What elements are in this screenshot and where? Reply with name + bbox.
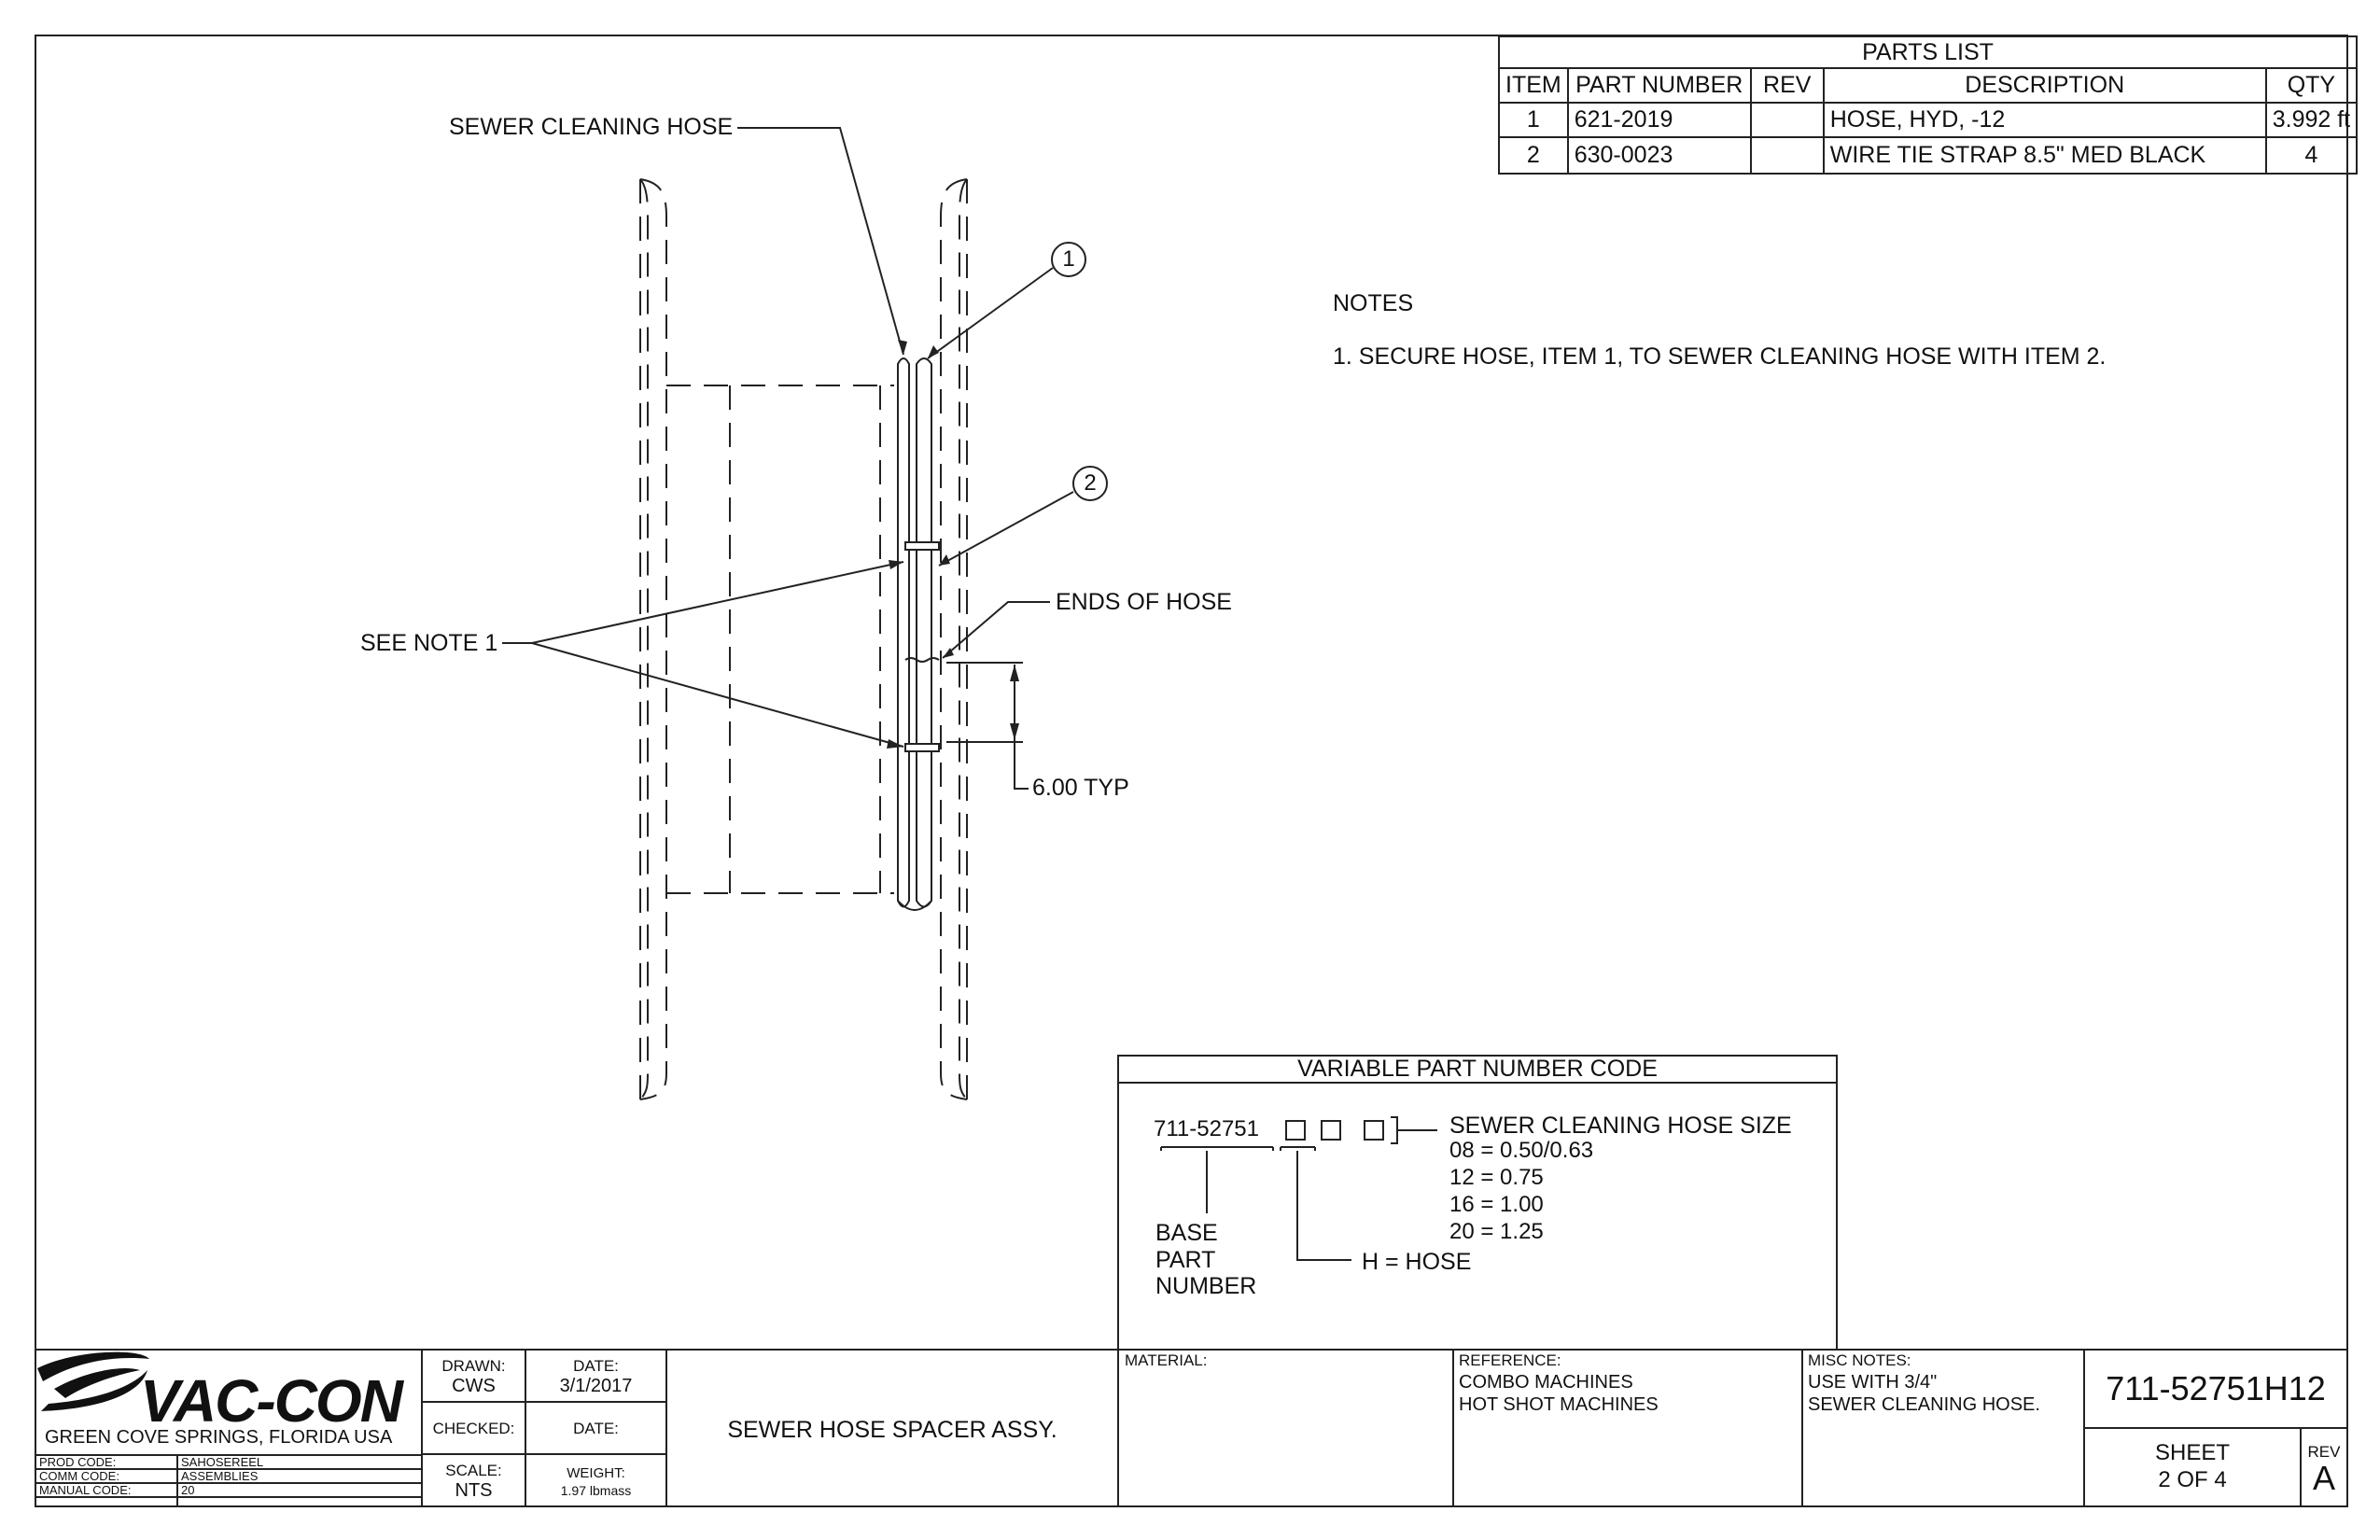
col-rev: REV xyxy=(1749,67,1825,104)
sheet-border xyxy=(35,35,2348,1507)
note-1: 1. SECURE HOSE, ITEM 1, TO SEWER CLEANIN… xyxy=(1333,343,2107,370)
col-qty: QTY xyxy=(2264,67,2359,104)
leader-see-note-1b xyxy=(531,642,904,748)
right-flange xyxy=(940,178,968,1100)
parts-list-header: ITEM PART NUMBER REV DESCRIPTION QTY xyxy=(1498,67,2359,104)
row-1-description: HOSE, HYD, -12 xyxy=(1822,102,2267,138)
drawn-label: DRAWN: xyxy=(441,1357,506,1375)
comm-code-value: ASSEMBLIES xyxy=(181,1469,259,1483)
row-2-description: WIRE TIE STRAP 8.5" MED BLACK xyxy=(1822,136,2267,175)
misc-notes-label: MISC NOTES: xyxy=(1808,1351,1911,1369)
vac-con-logo xyxy=(37,1351,149,1411)
variable-code-hose-label: H = HOSE xyxy=(1362,1249,1472,1275)
rev-value: A xyxy=(2312,1459,2335,1497)
code-box-3 xyxy=(1364,1120,1384,1141)
variable-code-size-heading: SEWER CLEANING HOSE SIZE xyxy=(1449,1113,1792,1139)
misc-notes-line-1: USE WITH 3/4" xyxy=(1808,1372,1938,1393)
label-sewer-cleaning-hose: SEWER CLEANING HOSE xyxy=(449,114,734,140)
row-1-rev xyxy=(1749,102,1825,138)
balloon-2 xyxy=(1072,466,1108,501)
date-label: DATE: xyxy=(573,1357,619,1375)
row-2-item: 2 xyxy=(1498,136,1569,175)
variable-code-size-20: 20 = 1.25 xyxy=(1449,1219,1544,1244)
manual-code-value: 20 xyxy=(181,1483,195,1497)
scale-label: SCALE: xyxy=(445,1462,502,1479)
sheet-label: SHEET xyxy=(2154,1440,2230,1465)
reel-drawing xyxy=(502,127,1108,1100)
prod-code-label: PROD CODE: xyxy=(39,1455,117,1469)
reference-line-2: HOT SHOT MACHINES xyxy=(1459,1394,1659,1415)
weight-value: 1.97 lbmass xyxy=(560,1483,632,1498)
rev-label: REV xyxy=(2307,1443,2341,1461)
leader-ends-of-hose xyxy=(942,601,1050,659)
wire-tie-lower xyxy=(904,743,940,752)
reel-hub xyxy=(666,385,894,894)
variable-code-base-label-2: PART xyxy=(1155,1247,1216,1273)
variable-code-base: 711-52751 xyxy=(1154,1116,1259,1141)
variable-code-title: VARIABLE PART NUMBER CODE xyxy=(1297,1056,1658,1082)
code-box-1 xyxy=(1285,1120,1306,1141)
company-logo-text: VAC-CON xyxy=(140,1367,403,1435)
drawn-value: CWS xyxy=(452,1376,496,1396)
leader-see-note-1 xyxy=(502,561,904,644)
leader-balloon-1 xyxy=(927,267,1054,359)
checked-label: CHECKED: xyxy=(432,1420,515,1437)
hose-item-1 xyxy=(916,357,932,908)
label-dimension: 6.00 TYP xyxy=(1032,775,1129,801)
variable-code-size-12: 12 = 0.75 xyxy=(1449,1165,1544,1190)
row-1-qty: 3.992 ft xyxy=(2264,102,2359,138)
row-2-qty: 4 xyxy=(2264,136,2359,175)
table-row: 2 630-0023 WIRE TIE STRAP 8.5" MED BLACK… xyxy=(1498,136,2359,175)
reference-label: REFERENCE: xyxy=(1459,1351,1561,1369)
material-label: MATERIAL: xyxy=(1125,1351,1208,1369)
prod-code-value: SAHOSEREEL xyxy=(181,1455,264,1469)
weight-label: WEIGHT: xyxy=(567,1465,625,1481)
balloon-1-label: 1 xyxy=(1062,246,1075,272)
manual-code-label: MANUAL CODE: xyxy=(39,1483,132,1497)
wire-tie-upper xyxy=(904,541,940,551)
col-description: DESCRIPTION xyxy=(1822,67,2267,104)
sewer-cleaning-hose xyxy=(897,357,910,908)
checked-date-label: DATE: xyxy=(573,1420,619,1437)
table-row: 1 621-2019 HOSE, HYD, -12 3.992 ft xyxy=(1498,102,2359,138)
parts-list-table: PARTS LIST ITEM PART NUMBER REV DESCRIPT… xyxy=(1497,35,2359,175)
notes-heading: NOTES xyxy=(1333,290,1414,316)
title-block-lines xyxy=(35,1349,2347,1506)
scale-value: NTS xyxy=(455,1480,493,1501)
balloon-2-label: 2 xyxy=(1084,470,1097,496)
row-2-part-number: 630-0023 xyxy=(1566,136,1752,175)
code-box-2 xyxy=(1321,1120,1341,1141)
misc-notes-line-2: SEWER CLEANING HOSE. xyxy=(1808,1394,2040,1415)
variable-code-size-16: 16 = 1.00 xyxy=(1449,1192,1544,1217)
comm-code-label: COMM CODE: xyxy=(39,1469,119,1483)
hose-ends-break xyxy=(904,657,940,663)
row-1-part-number: 621-2019 xyxy=(1566,102,1752,138)
sheet-value: 2 OF 4 xyxy=(2158,1467,2227,1492)
label-see-note-1: SEE NOTE 1 xyxy=(360,630,498,656)
drawing-title: SEWER HOSE SPACER ASSY. xyxy=(727,1417,1057,1443)
leader-sewer-hose xyxy=(737,127,904,356)
leader-balloon-2 xyxy=(938,491,1074,567)
col-item: ITEM xyxy=(1498,67,1569,104)
company-location: GREEN COVE SPRINGS, FLORIDA USA xyxy=(45,1427,393,1448)
balloon-1 xyxy=(1051,242,1086,277)
drawing-number: 711-52751H12 xyxy=(2106,1369,2326,1407)
left-flange xyxy=(639,178,667,1100)
row-1-item: 1 xyxy=(1498,102,1569,138)
variable-code-size-08: 08 = 0.50/0.63 xyxy=(1449,1138,1594,1163)
arrowheads xyxy=(887,340,1019,749)
row-2-rev xyxy=(1749,136,1825,175)
date-value: 3/1/2017 xyxy=(559,1376,633,1396)
col-part-number: PART NUMBER xyxy=(1566,67,1752,104)
variable-code-base-label-3: NUMBER xyxy=(1155,1273,1257,1299)
reference-line-1: COMBO MACHINES xyxy=(1459,1372,1633,1393)
variable-code-base-label-1: BASE xyxy=(1155,1220,1218,1246)
parts-list-title: PARTS LIST xyxy=(1497,35,2359,69)
label-ends-of-hose: ENDS OF HOSE xyxy=(1056,589,1232,615)
hoses xyxy=(897,357,932,911)
